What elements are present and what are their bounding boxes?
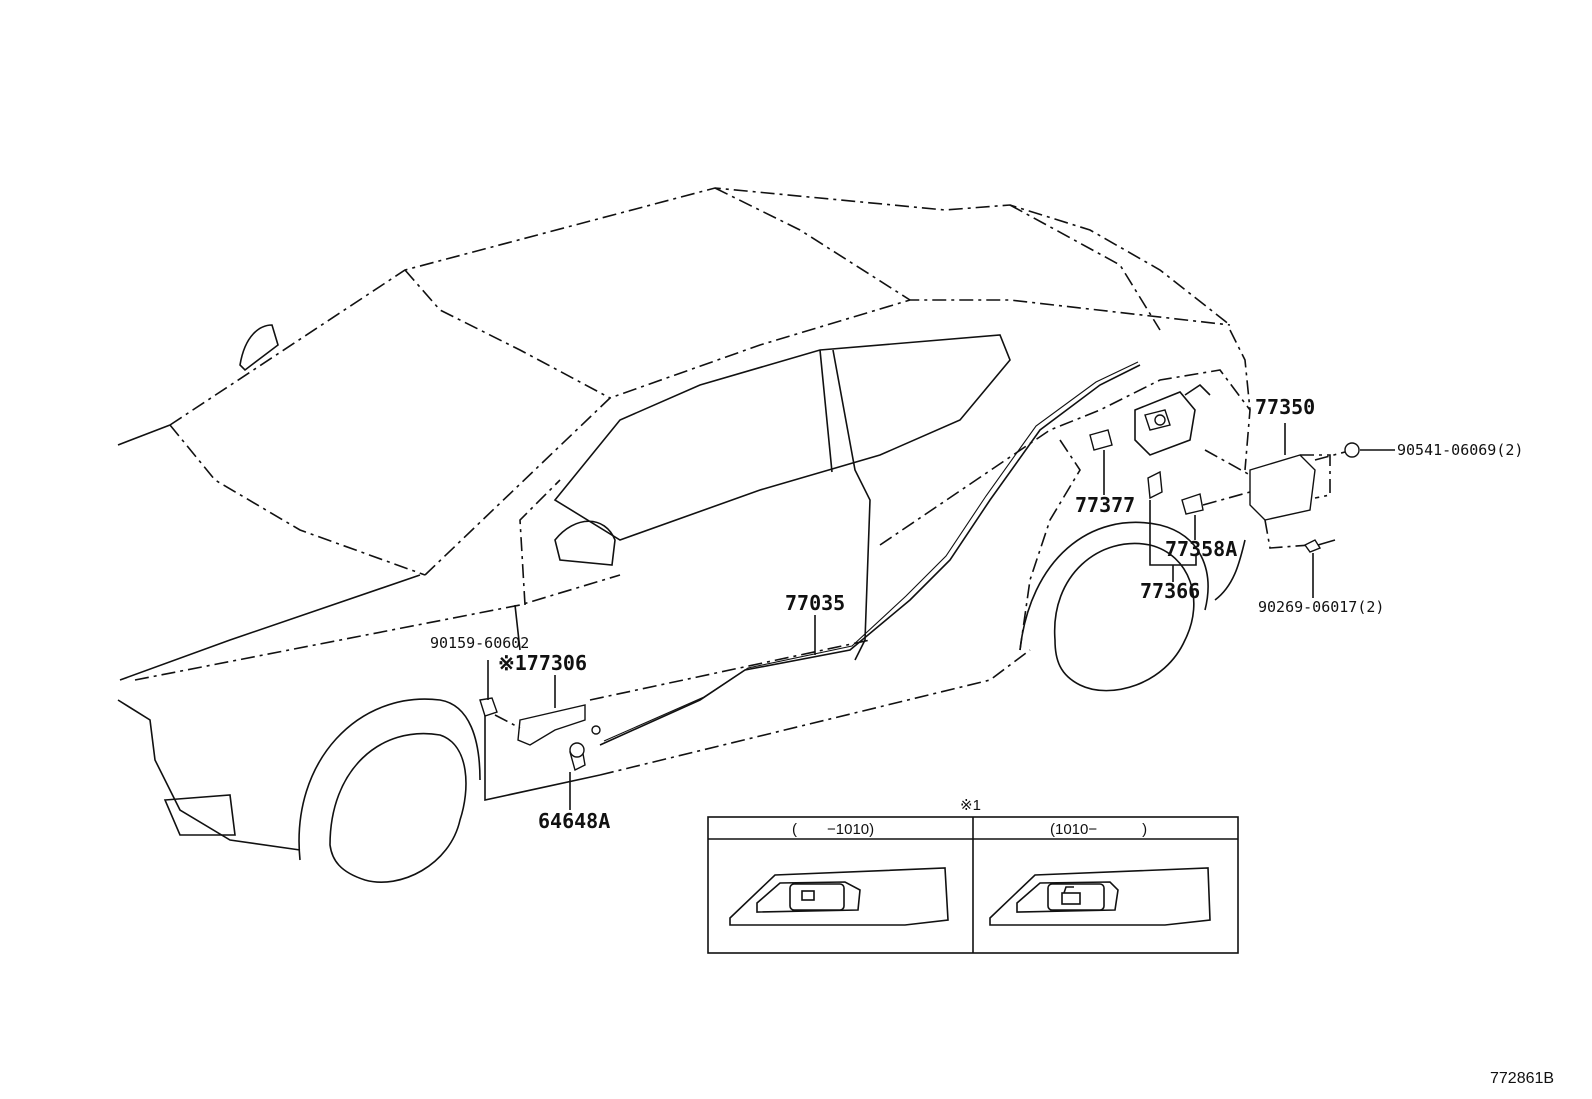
fuel-opener-lock-part <box>1089 429 1113 451</box>
lid-stopper-part <box>1147 470 1163 500</box>
lid-hinge-part <box>1144 409 1171 431</box>
car-body-details <box>117 324 1246 883</box>
opener-switch-old-illustration <box>729 867 949 926</box>
part-number-77377: 77377 <box>1075 493 1135 517</box>
leader-lines <box>487 423 1395 810</box>
opener-switch-new-illustration <box>989 867 1211 926</box>
part-number-64648a: 64648A <box>538 809 610 833</box>
part-number-77350: 77350 <box>1255 395 1315 419</box>
car-body-outline <box>134 187 1251 776</box>
part-number-77366: 77366 <box>1140 579 1200 603</box>
clip-90541-part <box>1314 442 1360 461</box>
part-number-77306: ※177306 <box>498 651 587 675</box>
part-number-77035: 77035 <box>785 591 845 615</box>
opener-lever-part <box>479 697 601 772</box>
inset-table: ※1 ( −1010) (1010− ) <box>707 797 1239 954</box>
lid-spring-part <box>1181 491 1251 515</box>
inset-right-header: (1010− ) <box>1050 821 1147 838</box>
part-number-90541: 90541-06069(2) <box>1397 441 1523 459</box>
part-labels: 77350 90541-06069(2) 77377 77358A 77366 … <box>430 395 1523 833</box>
inset-left-header: ( −1010) <box>792 821 874 838</box>
part-number-90159: 90159-60602 <box>430 634 529 652</box>
part-number-90269: 90269-06017(2) <box>1258 598 1384 616</box>
diagram-id: 772861B <box>1490 1070 1554 1087</box>
inset-mark: ※1 <box>960 797 981 814</box>
part-number-77358a: 77358A <box>1165 537 1237 561</box>
screw-90269-part <box>1303 539 1336 553</box>
fuel-lid-panel <box>1204 449 1331 549</box>
